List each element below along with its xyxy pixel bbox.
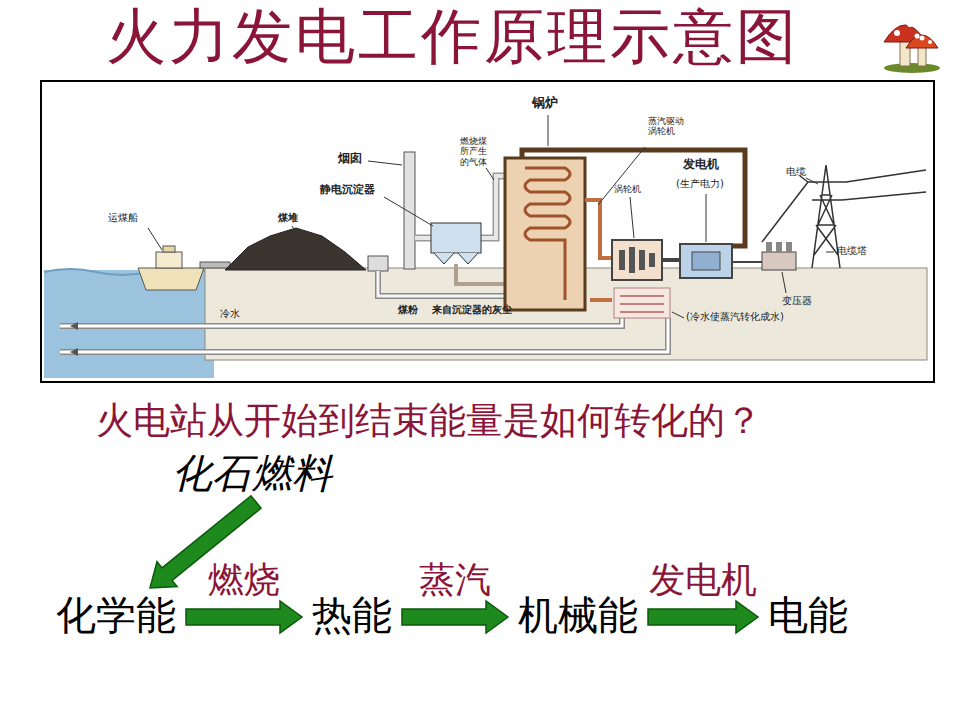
callout-label: 冷水 [220,308,240,320]
question-text: 火电站从开始到结束能量是如何转化的？ [96,400,762,443]
callout-label: (冷水使蒸汽转化成水) [686,311,784,323]
callout-label: 变压器 [782,295,812,307]
edge-label: 发电机 [649,559,757,600]
leader-line [148,115,834,318]
source-node: 化石燃料 [168,448,336,498]
edge-label: 燃烧 [208,559,280,600]
cold-water-pipe [60,318,668,356]
edge-label: 蒸汽 [419,559,491,600]
title: 火力发电工作原理示意图 [106,2,799,71]
coal-pile [225,228,366,270]
power-line [732,261,762,263]
callout-label: 涡轮机 [614,184,641,194]
generator [680,244,732,278]
transmission-tower [762,165,926,268]
callout-label: 电缆 [786,166,806,178]
callout-label: 烟囱 [338,152,362,166]
block-arrow [186,601,302,633]
node-text: 热能 [312,592,392,638]
block-arrow [648,601,758,633]
callout-label: 电缆塔 [837,245,867,257]
node-text: 化石燃料 [172,450,332,496]
callout-label: 静电沉淀器 [320,184,375,197]
coal-ship [138,246,230,290]
callout-label: 来自沉淀器的灰尘 [432,304,512,316]
picture-frame [41,81,934,382]
energy-node: 电能 [764,590,852,640]
turbine [612,240,662,280]
block-arrow [402,601,508,633]
callout-label: 燃烧煤所产生的气体 [460,136,487,167]
node-text: 化学能 [56,592,176,638]
mushroom-icon [884,21,940,73]
callout-label: 煤粉 [398,304,418,316]
callout-label: 蒸汽驱动涡轮机 [648,116,684,137]
energy-node: 化学能 [52,590,180,640]
steam-pipe [522,150,745,246]
transformer [762,242,796,270]
callout-label: 锅炉 [532,96,558,111]
shaft [662,258,680,262]
coal-mill [368,256,388,271]
callout-label: 煤堆 [278,212,298,224]
boiler [505,158,585,310]
energy-node: 热能 [308,590,396,640]
chimney [404,152,415,269]
electrostatic-precipitator [431,223,481,264]
steam-feed-pipe [585,200,612,258]
callout-label: (生产电力) [676,178,724,190]
node-text: 电能 [768,592,848,638]
energy-node: 机械能 [514,590,642,640]
node-text: 机械能 [518,592,638,638]
callout-label: 运煤船 [108,212,138,224]
callout-label: 发电机 [683,158,719,172]
condenser [614,288,670,318]
